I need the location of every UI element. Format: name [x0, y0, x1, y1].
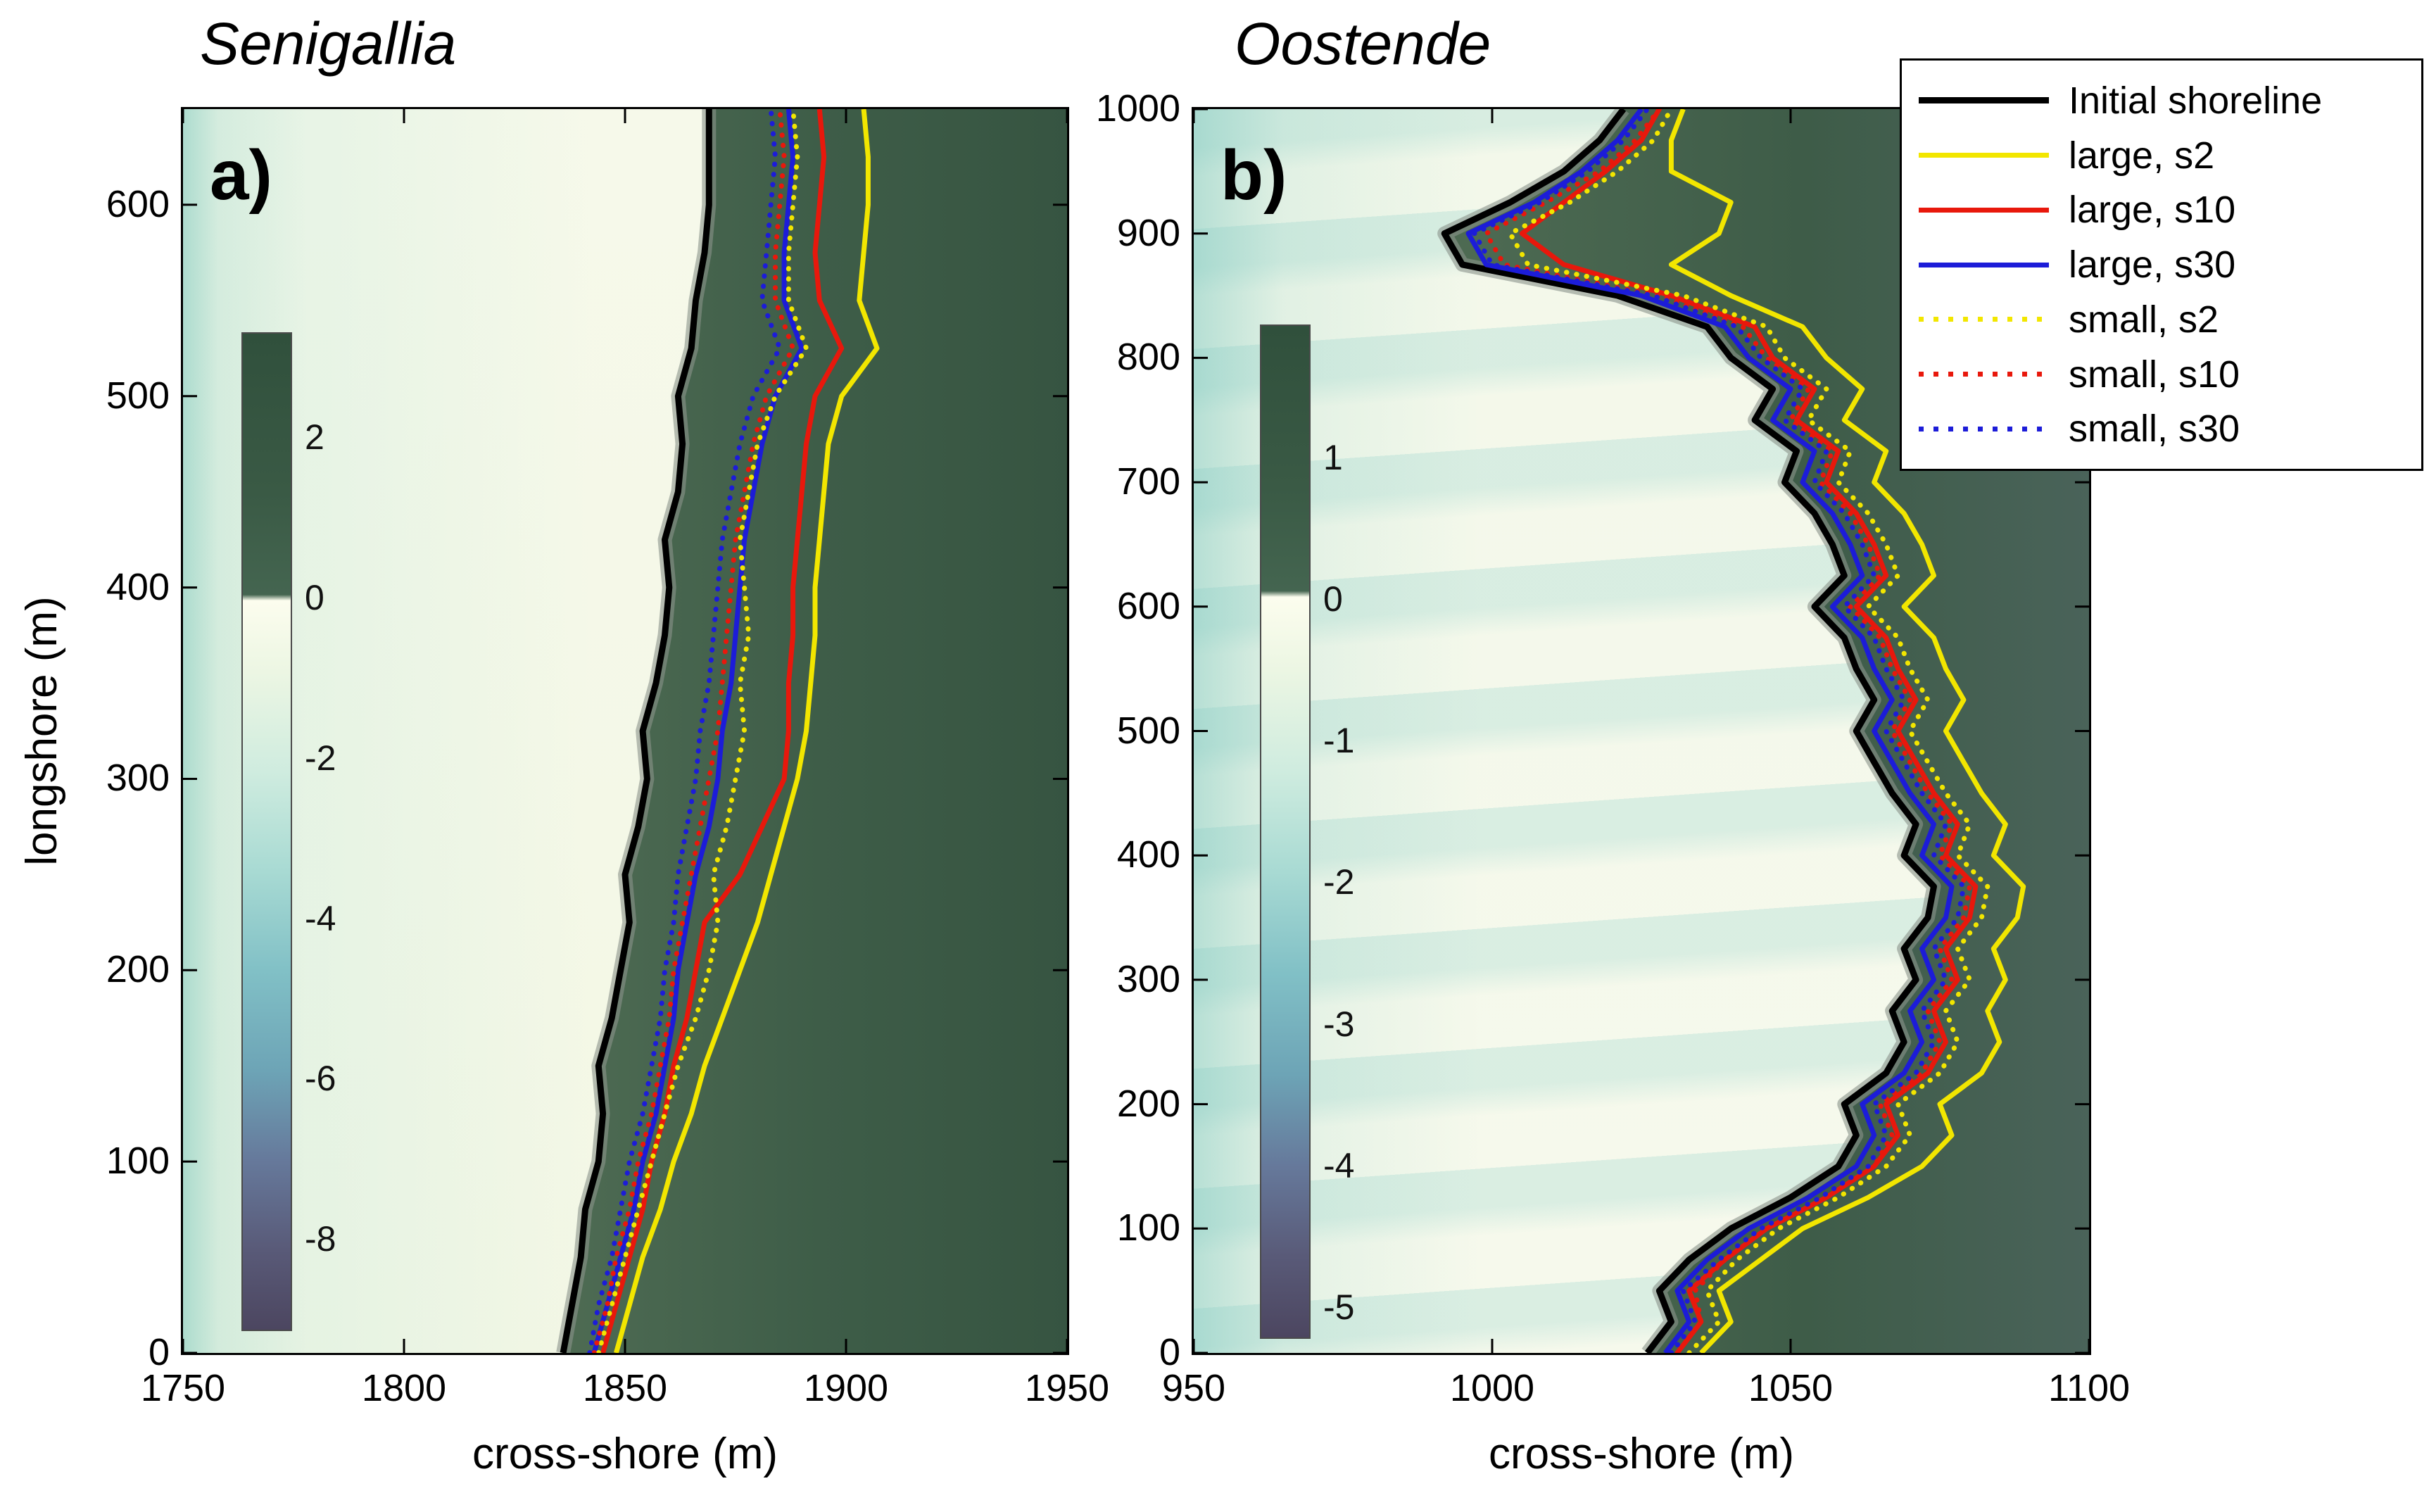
panel-a-xlabel: cross-shore (m) [472, 1430, 778, 1478]
legend-item-label: large, s10 [2069, 189, 2236, 232]
x-tick-label: 1800 [361, 1367, 447, 1409]
series-large-s2 [1668, 109, 2026, 1353]
y-tick-label: 1000 [1095, 87, 1180, 130]
colorbar-tick-label: 1 [1323, 437, 1343, 477]
legend-line-sample [1919, 426, 2049, 431]
series-large-s10 [1519, 109, 1979, 1353]
legend-line-sample [1919, 262, 2049, 267]
series-small-s30 [587, 109, 783, 1353]
x-tick-label: 1100 [2048, 1367, 2131, 1409]
y-tick-label: 500 [1116, 709, 1180, 752]
x-tick-label: 1750 [140, 1367, 226, 1409]
x-tick-label: 1050 [1748, 1367, 1834, 1409]
y-tick-label: 900 [1116, 211, 1180, 254]
colorbar-tick-label: -3 [1323, 1004, 1355, 1044]
colorbar-tick-label: -2 [1323, 862, 1355, 902]
legend-item-label: Initial shoreline [2069, 79, 2323, 122]
legend-line-sample [1919, 153, 2049, 158]
legend-item: small, s10 [1919, 353, 2414, 396]
colorbar-tick-label: -6 [305, 1059, 336, 1099]
colorbar-tick-label: 0 [305, 577, 324, 617]
y-tick-label: 600 [106, 182, 170, 225]
x-tick-label: 1850 [582, 1367, 668, 1409]
legend-item-label: small, s2 [2069, 298, 2219, 341]
y-tick-label: 300 [106, 757, 170, 800]
panel-b-xlabel: cross-shore (m) [1488, 1430, 1795, 1478]
y-tick-label: 600 [1116, 584, 1180, 627]
y-tick-label: 400 [106, 565, 170, 608]
legend-item-label: small, s10 [2069, 353, 2240, 396]
x-tick-label: 1000 [1449, 1367, 1535, 1409]
legend-item-label: small, s30 [2069, 408, 2240, 451]
panel-a-canvas [183, 109, 1067, 1353]
legend-line-sample [1919, 317, 2049, 322]
series-large-s30 [591, 109, 805, 1353]
panel-b-letter: b) [1220, 136, 1287, 215]
legend-item-label: large, s30 [2069, 244, 2236, 286]
y-tick-label: 700 [1116, 460, 1180, 503]
series-initial-shoreline [1441, 109, 1937, 1353]
colorbar-tick-label: 0 [1323, 579, 1343, 619]
panel-b-title: Oostende [1235, 11, 1491, 77]
colorbar-tick-label: -4 [305, 898, 336, 938]
legend-item: large, s2 [1919, 134, 2414, 177]
y-tick-label: 800 [1116, 336, 1180, 379]
series-large-s2 [614, 109, 880, 1353]
legend-item: small, s30 [1919, 407, 2414, 451]
x-tick-label: 1950 [1024, 1367, 1110, 1409]
panel-a-title: Senigallia [200, 11, 457, 77]
panel-a-axes: 2 0 -2 -4 -6 -8 a) [181, 107, 1069, 1355]
y-tick-label: 300 [1116, 957, 1180, 1000]
series-initial-shoreline [560, 109, 712, 1353]
colorbar-b: 1 0 -1 -2 -3 -4 -5 [1260, 325, 1354, 1339]
colorbar-tick-label: -4 [1323, 1145, 1355, 1185]
legend-item: large, s30 [1919, 243, 2414, 286]
y-tick-label: 400 [1116, 833, 1180, 876]
panel-a-letter: a) [210, 136, 272, 215]
series-small-s30 [1472, 109, 1967, 1353]
y-tick-label: 200 [106, 948, 170, 991]
y-tick-label: 0 [1159, 1331, 1180, 1373]
legend-line-sample [1919, 207, 2049, 213]
colorbar-tick-label: -2 [305, 738, 336, 778]
legend-item-label: large, s2 [2069, 134, 2215, 177]
y-tick-label: 500 [106, 374, 170, 417]
legend: Initial shoreline large, s2 large, s10 larg… [1900, 58, 2423, 471]
land-region [563, 109, 1067, 1353]
colorbar-a: 2 0 -2 -4 -6 -8 [241, 332, 336, 1331]
series-large-s30 [1465, 109, 1955, 1353]
colorbar-tick-label: -8 [305, 1219, 336, 1259]
legend-item: Initial shoreline [1919, 79, 2414, 122]
x-tick-label: 1900 [803, 1367, 889, 1409]
y-tick-label: 200 [1116, 1082, 1180, 1125]
colorbar-tick-label: -5 [1323, 1287, 1355, 1327]
series-small-s2 [595, 109, 809, 1353]
colorbar-tick-label: 2 [305, 417, 324, 458]
y-tick-label: 100 [1116, 1207, 1180, 1249]
x-tick-label: 950 [1161, 1367, 1226, 1409]
legend-item: large, s10 [1919, 188, 2414, 232]
series-small-s10 [591, 109, 796, 1353]
colorbar-tick-label: -1 [1323, 721, 1355, 761]
legend-line-sample [1919, 372, 2049, 377]
y-tick-label: 0 [148, 1331, 170, 1373]
y-tick-label: 100 [106, 1140, 170, 1183]
legend-item: small, s2 [1919, 298, 2414, 341]
legend-line-sample [1919, 97, 2049, 104]
